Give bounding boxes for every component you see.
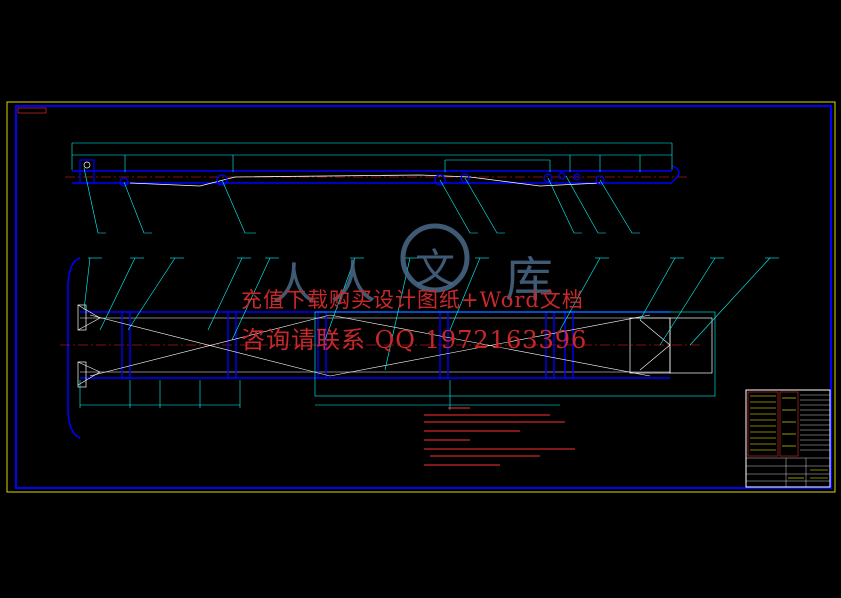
title-block bbox=[745, 389, 831, 488]
hole bbox=[216, 174, 228, 186]
plan-view-leaders bbox=[83, 257, 779, 371]
sheet-outer-border bbox=[6, 101, 836, 493]
side-view-leaders bbox=[83, 167, 640, 234]
frame-side-view bbox=[65, 142, 690, 234]
watermark-line-1: 充值下载购买设计图纸+Word文档 bbox=[241, 288, 584, 312]
side-view-kick-profile bbox=[129, 174, 601, 187]
hole bbox=[573, 173, 581, 181]
x-braces bbox=[77, 304, 671, 386]
logo-char: 库 bbox=[505, 252, 555, 308]
hole bbox=[558, 172, 566, 180]
frame-plan-view bbox=[60, 257, 779, 439]
watermark-line-2: 咨询请联系 QQ 1972163396 bbox=[241, 326, 588, 354]
mount-outlines bbox=[77, 304, 713, 388]
rear-hook bbox=[671, 165, 680, 183]
drawing-number-box bbox=[17, 107, 47, 114]
logo-char: 人 bbox=[330, 255, 377, 309]
hole bbox=[595, 175, 605, 185]
hole bbox=[434, 174, 446, 186]
plan-view-dimensions bbox=[79, 311, 716, 410]
side-view-dimensions bbox=[71, 142, 673, 172]
logo-char: 人 bbox=[272, 259, 317, 310]
watermark-logo bbox=[400, 223, 470, 293]
hole bbox=[543, 173, 553, 183]
sheet-inner-border bbox=[15, 105, 832, 489]
hole bbox=[83, 161, 91, 169]
hole bbox=[119, 177, 129, 187]
hole bbox=[460, 173, 470, 183]
logo-char: 文 bbox=[415, 246, 456, 292]
logo-ring bbox=[400, 223, 470, 293]
technical-notes bbox=[424, 407, 575, 466]
front-bumper bbox=[67, 257, 81, 439]
